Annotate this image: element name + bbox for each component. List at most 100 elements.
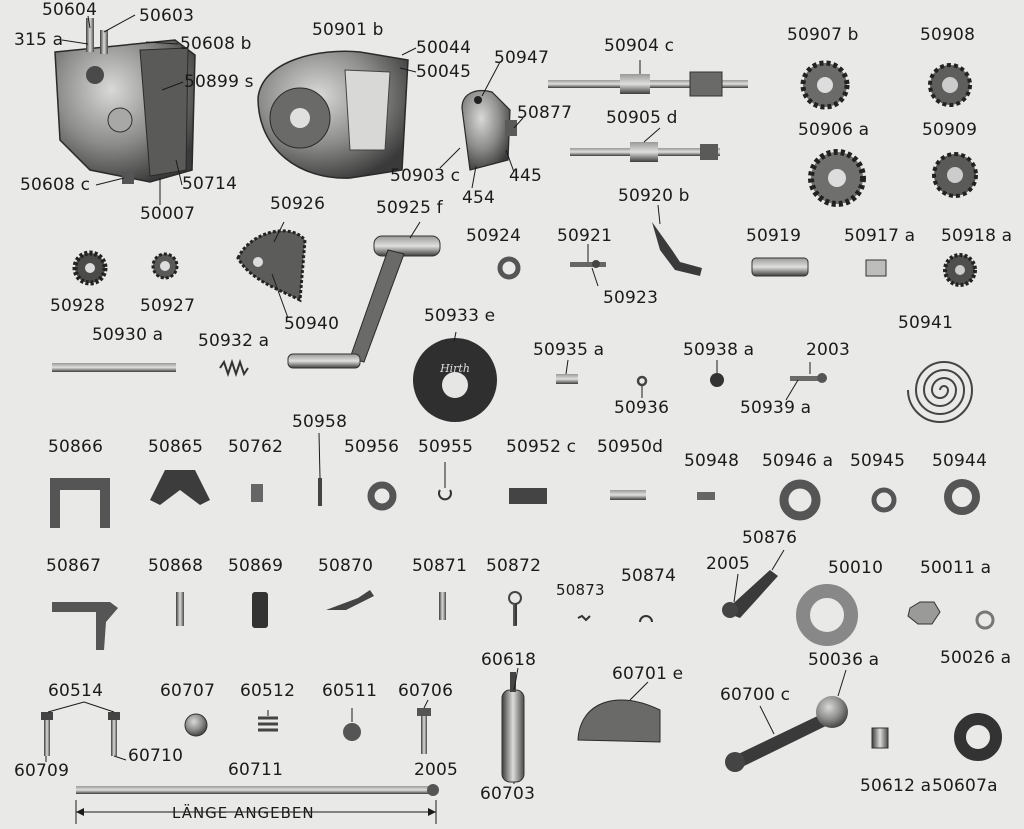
label-50603: 50603 [139,6,195,26]
label-50044: 50044 [416,38,472,58]
label-50909: 50909 [922,120,978,140]
label-454: 454 [462,188,496,208]
cap-60707 [184,713,208,737]
gear-50907b [800,60,850,110]
label-50612a: 50612 a [860,776,932,796]
label-50867: 50867 [46,556,102,576]
ring-50936 [636,375,648,387]
fork-50866 [50,478,110,528]
seal-50944 [944,479,980,515]
ball-50938a [710,373,724,387]
label-50933e: 50933 e [424,306,496,326]
gear-50928 [72,250,108,286]
label-50872: 50872 [486,556,542,576]
label-50944: 50944 [932,451,988,471]
ring-50026a [975,610,995,630]
screw-60710 [108,712,120,756]
label-50956: 50956 [344,437,400,457]
label-50901b: 50901 b [312,20,384,40]
spring-50932a [219,358,249,378]
label-60512: 60512 [240,681,296,701]
label-50935a: 50935 a [533,340,605,360]
nut-50011a [907,601,941,625]
label-2005-lever: 2005 [706,554,751,574]
bolt-50939a [790,373,827,383]
label-50928: 50928 [50,296,106,316]
label-50919: 50919 [746,226,802,246]
sleeve-50869 [252,592,268,628]
label-50924: 50924 [466,226,522,246]
pin-50948 [697,492,715,500]
layshaft [570,142,720,162]
gear-50908 [928,63,972,107]
length-note: LÄNGE ANGEBEN [172,804,315,822]
label-50947: 50947 [494,48,550,68]
label-60709: 60709 [14,761,70,781]
label-50905d: 50905 d [606,108,678,128]
label-50876: 50876 [742,528,798,548]
label-50607a: 50607a [932,776,998,796]
washer-50924 [497,256,521,280]
label-50866: 50866 [48,437,104,457]
gear-50927 [151,252,179,280]
bush-50612a [871,727,889,749]
spring-50873 [577,614,591,622]
rod-end-2005 [427,784,439,796]
label-50925f: 50925 f [376,198,443,218]
label-50926: 50926 [270,194,326,214]
part-50952c [509,488,547,504]
label-50945: 50945 [850,451,906,471]
clip-50955 [438,489,452,501]
washer-50010 [796,584,858,646]
mainshaft [548,71,748,97]
arm-60700c [725,696,848,772]
label-60701e: 60701 e [612,664,684,684]
worm-50950d [610,490,646,500]
bolt-50871 [439,592,446,620]
rod-60711 [76,786,436,794]
rod-50930a [52,363,176,372]
pin-50762 [251,484,263,502]
label-50608b: 50608 b [180,34,252,54]
label-50927: 50927 [140,296,196,316]
selector-50867 [52,602,118,650]
seal-50607a [954,713,1002,761]
label-50936: 50936 [614,398,670,418]
label-60706: 60706 [398,681,454,701]
ring-50945 [871,487,897,513]
label-50952c: 50952 c [506,437,577,457]
bush-50917a [865,259,887,277]
label-50904c: 50904 c [604,36,675,56]
label-50955: 50955 [418,437,474,457]
label-50932a: 50932 a [198,331,270,351]
label-50923: 50923 [603,288,659,308]
lever-50920b [652,222,702,276]
label-2003: 2003 [806,340,851,360]
leader-lines [45,14,847,784]
label-50906a: 50906 a [798,120,870,140]
label-60618: 60618 [481,650,537,670]
fork-50865 [150,470,210,505]
small-cover [461,89,517,171]
label-50007: 50007 [140,204,196,224]
spiral-spring-50941 [907,361,974,423]
label-50903c: 50903 c [390,166,461,186]
label-60511: 60511 [322,681,378,701]
label-50941: 50941 [898,313,954,333]
housing-cover [257,50,409,179]
label-60700c: 60700 c [720,685,791,705]
pawl-50870 [326,590,374,610]
gear-50906a [808,149,866,207]
label-50604: 50604 [42,0,98,20]
label-315a: 315 a [14,30,64,50]
segment-60701e [577,699,661,743]
label-445: 445 [509,166,543,186]
label-50918a: 50918 a [941,226,1013,246]
pin-50921 [570,260,606,268]
decal-disc: Hirth [413,338,497,422]
pin-50868 [176,592,184,626]
label-50762: 50762 [228,437,284,457]
screw-60709 [41,712,53,756]
bush-50919 [751,257,809,277]
